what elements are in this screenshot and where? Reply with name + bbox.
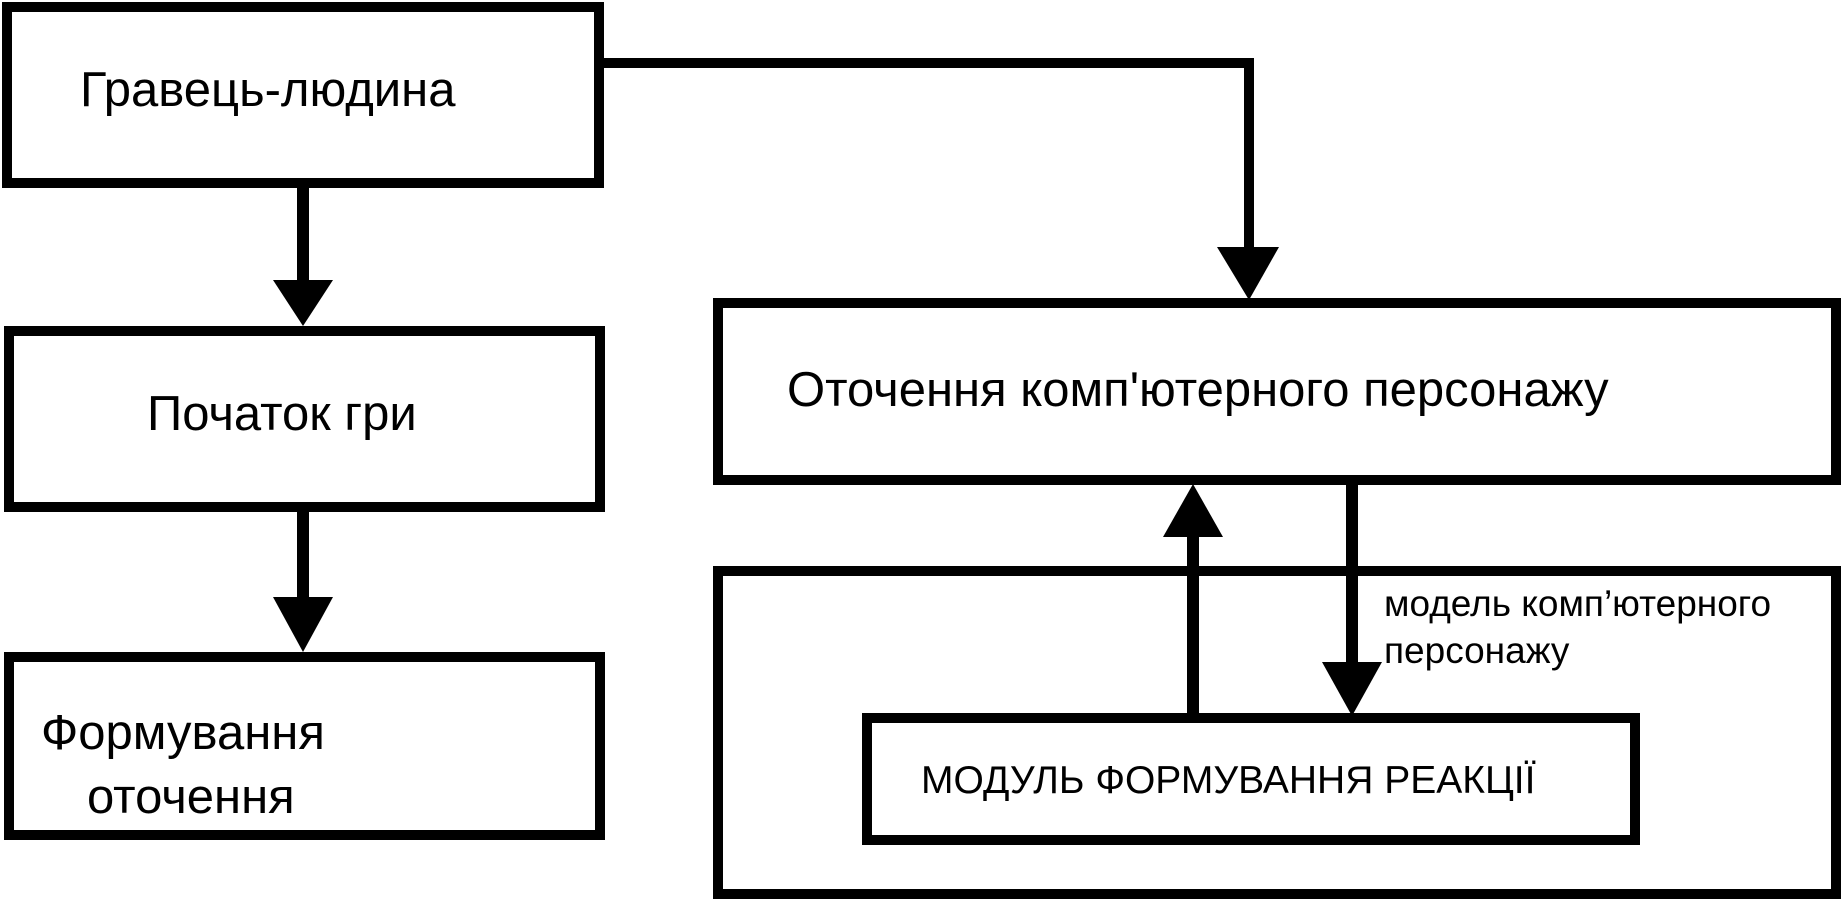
arrowhead-to-start <box>273 280 333 326</box>
node-player <box>2 2 604 188</box>
node-reaction-module <box>862 713 1640 845</box>
node-environment-forming-line1: Формування <box>41 706 325 760</box>
arrowhead-to-forming <box>273 597 333 652</box>
node-environment-forming <box>4 652 605 840</box>
npc-model-frame <box>713 566 1841 899</box>
arrowhead-to-npc-env <box>1217 247 1279 300</box>
node-npc-environment <box>713 298 1841 485</box>
node-game-start <box>4 326 605 512</box>
node-reaction-module-label: МОДУЛЬ ФОРМУВАННЯ РЕАКЦІЇ <box>921 759 1536 802</box>
connector-player-to-npc-env <box>602 58 1254 255</box>
node-npc-environment-label: Оточення комп'ютерного персонажу <box>787 363 1609 417</box>
node-game-start-label: Початок гри <box>147 387 417 441</box>
npc-model-caption-line1: модель комп’ютерного <box>1384 583 1772 624</box>
node-environment-forming-line2: оточення <box>87 770 295 824</box>
node-player-label: Гравець-людина <box>80 63 456 117</box>
arrowhead-up-to-npc-env <box>1163 484 1223 537</box>
npc-model-caption-line2: персонажу <box>1384 630 1570 671</box>
